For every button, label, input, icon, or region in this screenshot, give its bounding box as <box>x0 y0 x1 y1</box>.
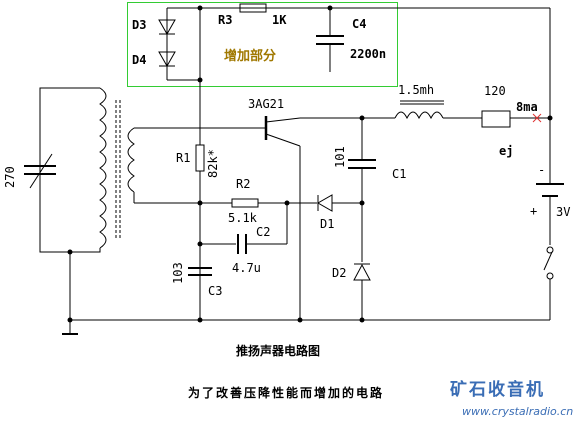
label-c4: C4 <box>352 17 367 31</box>
secondary-coil <box>127 127 135 193</box>
label-r1: R1 <box>176 151 191 165</box>
label-inductor: 1.5mh <box>398 83 435 97</box>
added-section-box <box>127 2 398 87</box>
antenna-coil <box>99 87 107 249</box>
diagram-title: 推扬声器电路图 <box>236 344 321 358</box>
diagram-subtitle: 为了改善压降性能而增加的电路 <box>188 386 385 400</box>
label-r3: R3 <box>218 13 233 27</box>
label-d3: D3 <box>132 18 147 32</box>
resistor-r2-symbol <box>231 198 259 208</box>
label-speaker-value: 120 <box>484 84 506 98</box>
label-transistor: 3AG21 <box>248 97 285 111</box>
diode-d2-symbol <box>353 263 371 281</box>
resistor-r1-symbol <box>195 144 205 172</box>
label-battery-neg: - <box>538 163 546 177</box>
diode-d1-symbol <box>316 194 333 212</box>
label-cap-101: 101 <box>333 146 347 168</box>
label-c1: C1 <box>392 167 407 181</box>
label-added-section: 增加部分 <box>224 49 277 64</box>
resistor-r3-symbol <box>239 3 267 13</box>
label-d2: D2 <box>332 266 347 280</box>
label-c3: C3 <box>208 284 223 298</box>
earphone-symbol <box>481 110 511 128</box>
diode-d3-symbol <box>158 19 176 36</box>
label-current: 8ma <box>516 100 538 114</box>
switch-lever <box>543 251 553 271</box>
label-r1-value: 82k* <box>206 149 220 178</box>
label-c2: C2 <box>256 225 271 239</box>
label-battery-value: 3V <box>556 205 571 219</box>
label-r3-value: 1K <box>272 13 287 27</box>
label-r2: R2 <box>236 177 251 191</box>
label-battery-pos: + <box>530 204 538 218</box>
watermark-brand: 矿石收音机 <box>450 380 545 400</box>
label-r2-value: 5.1k <box>228 211 257 225</box>
label-c270: 270 <box>3 166 17 188</box>
transistor-collector <box>265 117 301 123</box>
watermark-url: www.crystalradio.cn <box>462 405 574 418</box>
variable-capacitor-arrow <box>29 153 53 189</box>
diode-d4-symbol <box>158 51 176 68</box>
label-cap-103: 103 <box>171 262 185 284</box>
label-d1: D1 <box>320 217 335 231</box>
transistor-emitter <box>265 133 301 147</box>
inductor-coil <box>394 111 444 120</box>
label-ej: ej <box>499 144 514 158</box>
label-c2-value: 4.7u <box>232 261 261 275</box>
label-c4-value: 2200n <box>350 47 387 61</box>
label-d4: D4 <box>132 53 147 67</box>
